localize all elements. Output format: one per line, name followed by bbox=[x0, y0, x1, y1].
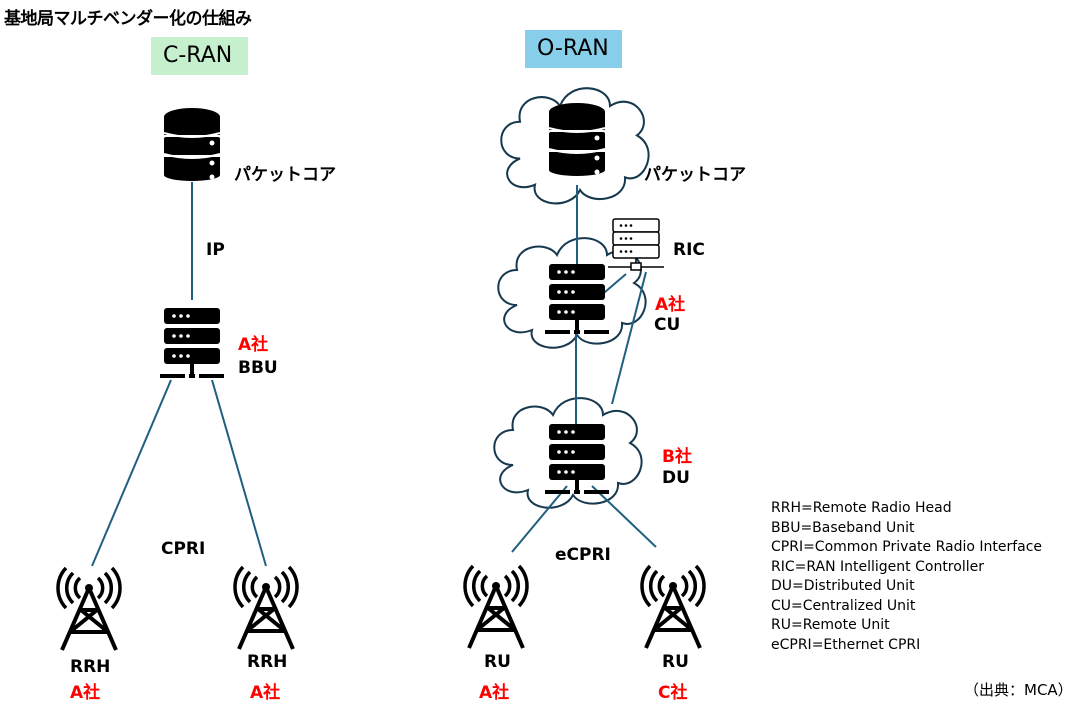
cran-badge: C-RAN bbox=[151, 37, 248, 75]
bbu-vendor-label: A社 bbox=[238, 335, 269, 355]
link-ric-du bbox=[611, 271, 647, 405]
legend-item: RRH=Remote Radio Head bbox=[771, 500, 952, 516]
link-bbu-rrh-right bbox=[211, 379, 267, 567]
du-vendor-label: B社 bbox=[662, 447, 692, 467]
legend-item: BBU=Baseband Unit bbox=[771, 519, 915, 536]
cran-links bbox=[91, 182, 267, 567]
oran-badge: O-RAN bbox=[525, 30, 622, 68]
legend-item: RIC=RAN Intelligent Controller bbox=[771, 558, 984, 575]
ecpri-link-label: eCPRI bbox=[555, 545, 611, 565]
ru-antenna-icon bbox=[640, 564, 706, 650]
legend-item: CPRI=Common Private Radio Interface bbox=[771, 539, 1043, 555]
ru-antenna-icon bbox=[463, 564, 529, 650]
ric-label: RIC bbox=[673, 240, 705, 260]
legend-item: eCPRI=Ethernet CPRI bbox=[771, 636, 921, 653]
link-du-ru-right bbox=[591, 485, 657, 548]
abbreviation-legend: RRH=Remote Radio Head BBU=Baseband Unit … bbox=[771, 499, 1042, 655]
ru-vendor-label: C社 bbox=[658, 683, 688, 703]
rrh-antenna-icon bbox=[233, 565, 299, 651]
rrh-vendor-label: A社 bbox=[70, 683, 101, 703]
bbu-server-icon bbox=[160, 308, 224, 378]
du-name-label: DU bbox=[662, 468, 690, 488]
oran-core-label: パケットコア bbox=[644, 165, 746, 185]
packet-core-database-icon bbox=[548, 102, 606, 177]
cpri-link-label: CPRI bbox=[161, 539, 206, 559]
legend-item: RU=Remote Unit bbox=[771, 617, 890, 633]
link-du-ru-left bbox=[511, 485, 568, 553]
diagram-title: 基地局マルチベンダー化の仕組み bbox=[4, 9, 252, 29]
ru-name-label: RU bbox=[662, 652, 689, 672]
ru-vendor-label: A社 bbox=[479, 683, 510, 703]
rrh-name-label: RRH bbox=[247, 652, 288, 672]
rrh-name-label: RRH bbox=[70, 657, 111, 677]
cran-core-label: パケットコア bbox=[234, 165, 336, 185]
ru-name-label: RU bbox=[484, 652, 511, 672]
oran-links bbox=[511, 185, 657, 553]
legend-item: DU=Distributed Unit bbox=[771, 578, 915, 594]
ip-link-label: IP bbox=[206, 240, 225, 260]
packet-core-database-icon bbox=[163, 107, 221, 182]
source-credit: （出典：MCA） bbox=[964, 681, 1067, 699]
cu-vendor-label: A社 bbox=[655, 295, 686, 315]
rrh-vendor-label: A社 bbox=[250, 683, 281, 703]
rrh-antenna-icon bbox=[56, 566, 122, 652]
legend-item: CU=Centralized Unit bbox=[771, 597, 916, 614]
bbu-name-label: BBU bbox=[238, 358, 278, 378]
cu-name-label: CU bbox=[654, 315, 681, 335]
link-bbu-rrh-left bbox=[91, 379, 172, 567]
